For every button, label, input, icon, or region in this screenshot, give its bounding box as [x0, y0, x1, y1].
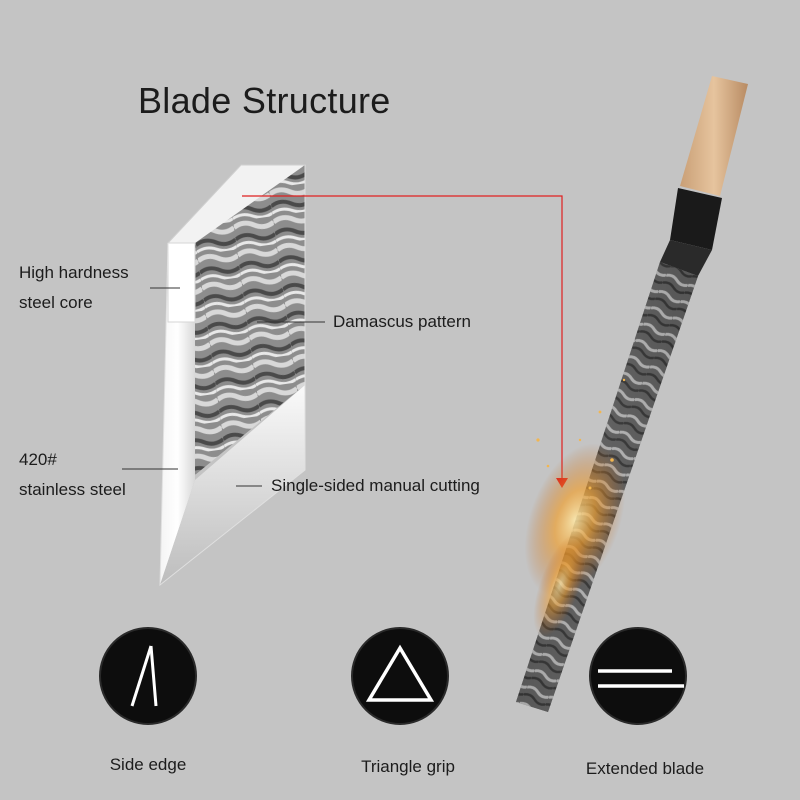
- label-steel-line1: 420#: [19, 450, 57, 469]
- feature-side-edge-label: Side edge: [109, 755, 187, 774]
- label-steel-line2: stainless steel: [19, 480, 126, 499]
- side-edge-icon: [99, 627, 197, 725]
- label-core-line1: High hardness: [19, 263, 129, 282]
- parallel-lines-icon: [589, 627, 687, 725]
- triangle-icon: [351, 627, 449, 725]
- label-core-line2: steel core: [19, 293, 93, 312]
- label-cutting: Single-sided manual cutting: [271, 476, 480, 495]
- pointer-line: [242, 195, 563, 478]
- label-pattern: Damascus pattern: [333, 312, 471, 331]
- feature-triangle-grip-label: Triangle grip: [361, 757, 455, 776]
- page-title: Blade Structure: [138, 80, 391, 121]
- feature-extended-blade-label: Extended blade: [585, 759, 705, 778]
- label-steel: 420# stainless steel: [19, 445, 126, 505]
- label-core: High hardness steel core: [19, 258, 129, 318]
